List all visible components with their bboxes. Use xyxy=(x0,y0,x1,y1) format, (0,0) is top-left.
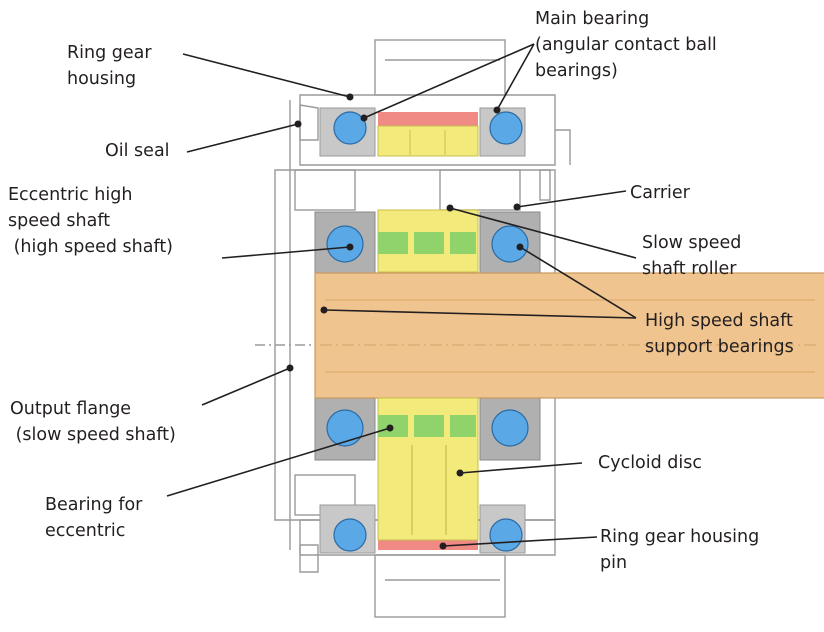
label-line: Ring gear xyxy=(67,43,152,63)
label-output-flange: Output flange (slow speed shaft) xyxy=(10,396,176,448)
label-line: Bearing for xyxy=(45,495,143,515)
label-hs-support-bearings: High speed shaft support bearings xyxy=(645,308,794,360)
label-line: Carrier xyxy=(630,183,690,203)
housing-outline xyxy=(255,39,575,618)
cycloid-discs-lower xyxy=(377,397,479,541)
label-slow-speed-roller: Slow speed shaft roller xyxy=(642,230,741,282)
label-main-bearing: Main bearing (angular contact ball beari… xyxy=(535,6,717,84)
label-line: Cycloid disc xyxy=(598,453,703,473)
label-line: Ring gear housing xyxy=(600,527,760,547)
label-line: High speed shaft xyxy=(645,311,793,331)
label-cycloid-disc: Cycloid disc xyxy=(598,450,702,476)
label-line: Eccentric high xyxy=(8,185,133,205)
leader-lines xyxy=(166,43,637,547)
label-ring-gear-housing: Ring gear housing xyxy=(67,40,152,92)
label-bearing-eccentric: Bearing for eccentric xyxy=(45,492,142,544)
bearing-balls xyxy=(326,111,529,552)
high-speed-shaft xyxy=(314,272,824,399)
label-line: eccentric xyxy=(45,521,126,541)
label-line: shaft roller xyxy=(642,259,737,279)
label-line: Oil seal xyxy=(105,141,170,161)
label-eccentric-shaft: Eccentric high speed shaft (high speed s… xyxy=(8,182,173,260)
cycloid-upper xyxy=(377,125,479,157)
label-line: speed shaft xyxy=(8,211,111,231)
label-line: (angular contact ball xyxy=(535,35,717,55)
cycloid-discs-upper xyxy=(377,209,479,273)
label-ring-gear-pin: Ring gear housing pin xyxy=(600,524,759,576)
ring-gear-pins xyxy=(378,112,478,550)
label-line: Output flange xyxy=(10,399,132,419)
label-line: (slow speed shaft) xyxy=(10,425,176,445)
label-line: Slow speed xyxy=(642,233,742,253)
label-oil-seal: Oil seal xyxy=(105,138,170,164)
leader-dots xyxy=(286,93,524,550)
label-line: Main bearing xyxy=(535,9,650,29)
label-line: support bearings xyxy=(645,337,794,357)
label-line: (high speed shaft) xyxy=(8,237,174,257)
label-carrier: Carrier xyxy=(630,180,690,206)
label-line: housing xyxy=(67,69,137,89)
label-line: bearings) xyxy=(535,61,618,81)
label-line: pin xyxy=(600,553,628,573)
